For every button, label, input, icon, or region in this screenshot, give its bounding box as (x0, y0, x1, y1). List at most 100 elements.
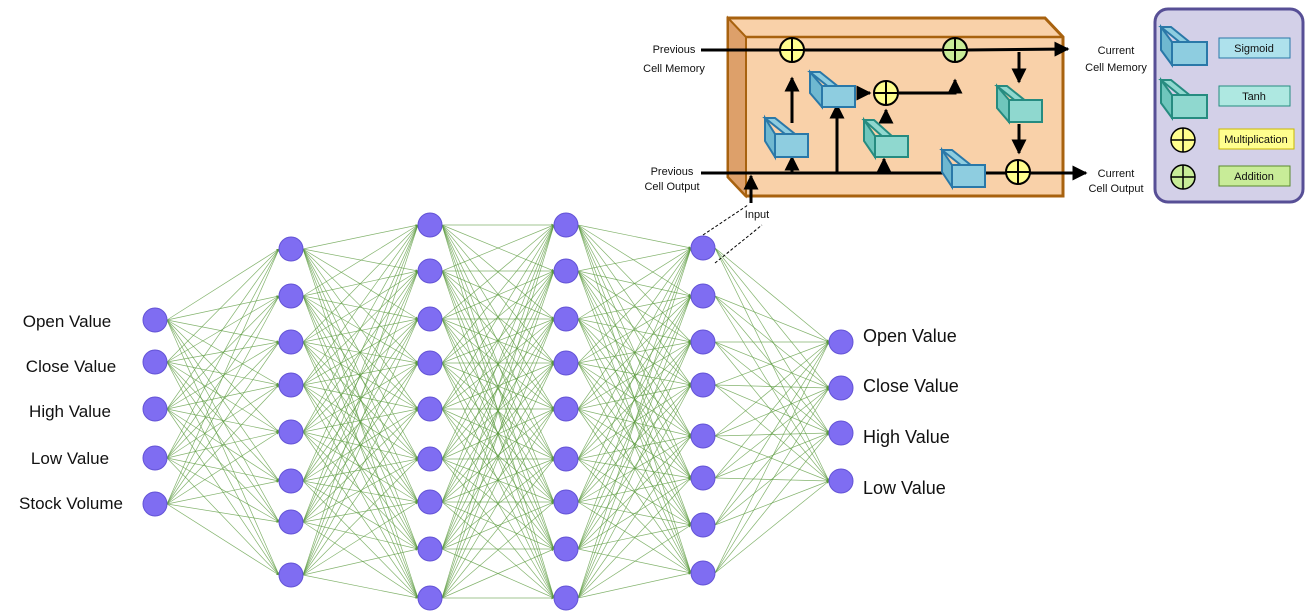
network-edge (166, 408, 280, 433)
curr-memory-label-2: Cell Memory (1085, 62, 1147, 74)
hidden-node (690, 423, 716, 449)
network-edge (577, 247, 692, 550)
network-edge (302, 224, 419, 576)
network-edge (166, 503, 280, 523)
network-edge (714, 432, 830, 479)
hidden-node (690, 512, 716, 538)
hidden-node (553, 212, 579, 238)
network-edge (577, 295, 692, 460)
network-edge (302, 224, 419, 523)
network-edge (577, 458, 692, 479)
network-edge (166, 431, 280, 505)
network-edge (302, 501, 419, 523)
network-edge (166, 295, 280, 321)
network-edge (441, 270, 555, 599)
sigmoid-legend-icon (1158, 23, 1208, 69)
network-edge (577, 247, 692, 599)
network-edge (441, 224, 555, 364)
network-edge (714, 341, 830, 437)
sigmoid-legend-box (1218, 37, 1291, 59)
network-edge (166, 341, 280, 410)
output-label-open: Open Value (863, 326, 957, 346)
input-label-low: Low Value (31, 449, 109, 468)
hidden-node (553, 536, 579, 562)
network-edge (302, 318, 419, 523)
network-edge (302, 224, 419, 386)
input-label-high: High Value (29, 402, 111, 421)
hidden-node (278, 468, 304, 494)
network-edge (302, 270, 419, 482)
network-edge (302, 362, 419, 433)
network-edge (302, 224, 419, 343)
multiplication-legend-icon (1170, 127, 1196, 153)
network-edge (441, 224, 555, 599)
output-label-high: High Value (863, 427, 950, 447)
network-edge (441, 362, 555, 599)
network-edge (302, 458, 419, 576)
network-edge (577, 384, 692, 550)
network-edge (302, 248, 419, 460)
network-edge (302, 521, 419, 599)
input-node (142, 491, 168, 517)
network-edge (302, 248, 419, 364)
network-edge (166, 457, 280, 576)
network-edge (577, 341, 692, 550)
network-edge (714, 247, 830, 434)
input-label-volume: Stock Volume (19, 494, 123, 513)
hidden-node (553, 350, 579, 376)
hidden-node (553, 396, 579, 422)
network-edge (302, 295, 419, 364)
network-edge (714, 387, 830, 574)
tanh-legend-icon (1158, 76, 1208, 122)
hidden-node (417, 585, 443, 611)
sigmoid-gate (807, 69, 856, 110)
network-edge (166, 503, 280, 576)
network-edge (714, 480, 830, 574)
network-edge (441, 318, 555, 460)
network-edge (577, 572, 692, 599)
network-edge (302, 458, 419, 523)
network-edge (166, 384, 280, 505)
network-edge (577, 341, 692, 460)
sigmoid-gate (762, 114, 809, 161)
network-edge (714, 341, 830, 386)
network-edge (714, 387, 830, 526)
network-edge (302, 501, 419, 576)
network-edge (577, 384, 692, 410)
output-node (828, 468, 854, 494)
output-labels: Open Value Close Value High Value Low Va… (863, 326, 959, 498)
network-edge (166, 361, 280, 523)
network-edge (302, 224, 419, 433)
hidden-node (690, 372, 716, 398)
input-label-close: Close Value (26, 357, 116, 376)
network-edge (441, 224, 555, 410)
network-edge (577, 524, 692, 599)
network-edge (714, 341, 830, 389)
network-edge (714, 431, 830, 437)
network-edge (577, 477, 692, 503)
network-edge (714, 341, 830, 526)
output-label-close: Close Value (863, 376, 959, 396)
output-label-low: Low Value (863, 478, 946, 498)
input-labels: Open Value Close Value High Value Low Va… (19, 312, 123, 513)
network-edge (166, 408, 280, 576)
network-edge (577, 477, 692, 550)
multiplication-operator (873, 80, 899, 106)
network-edge (577, 224, 692, 249)
network-edge (441, 548, 555, 599)
hidden-node (690, 283, 716, 309)
network-edge (714, 295, 830, 343)
network-edges (166, 223, 830, 600)
input-node (142, 349, 168, 375)
prev-output-label-2: Cell Output (644, 181, 699, 193)
network-edge (166, 319, 280, 343)
legend-tanh-label: Tanh (1242, 91, 1266, 103)
network-edge (441, 270, 555, 410)
network-edge (441, 270, 555, 460)
network-edge (302, 224, 419, 482)
lstm-cell: Previous Cell Memory Current Cell Memory… (643, 15, 1147, 221)
hidden-node (553, 585, 579, 611)
hidden-node (417, 396, 443, 422)
network-edge (166, 480, 280, 505)
